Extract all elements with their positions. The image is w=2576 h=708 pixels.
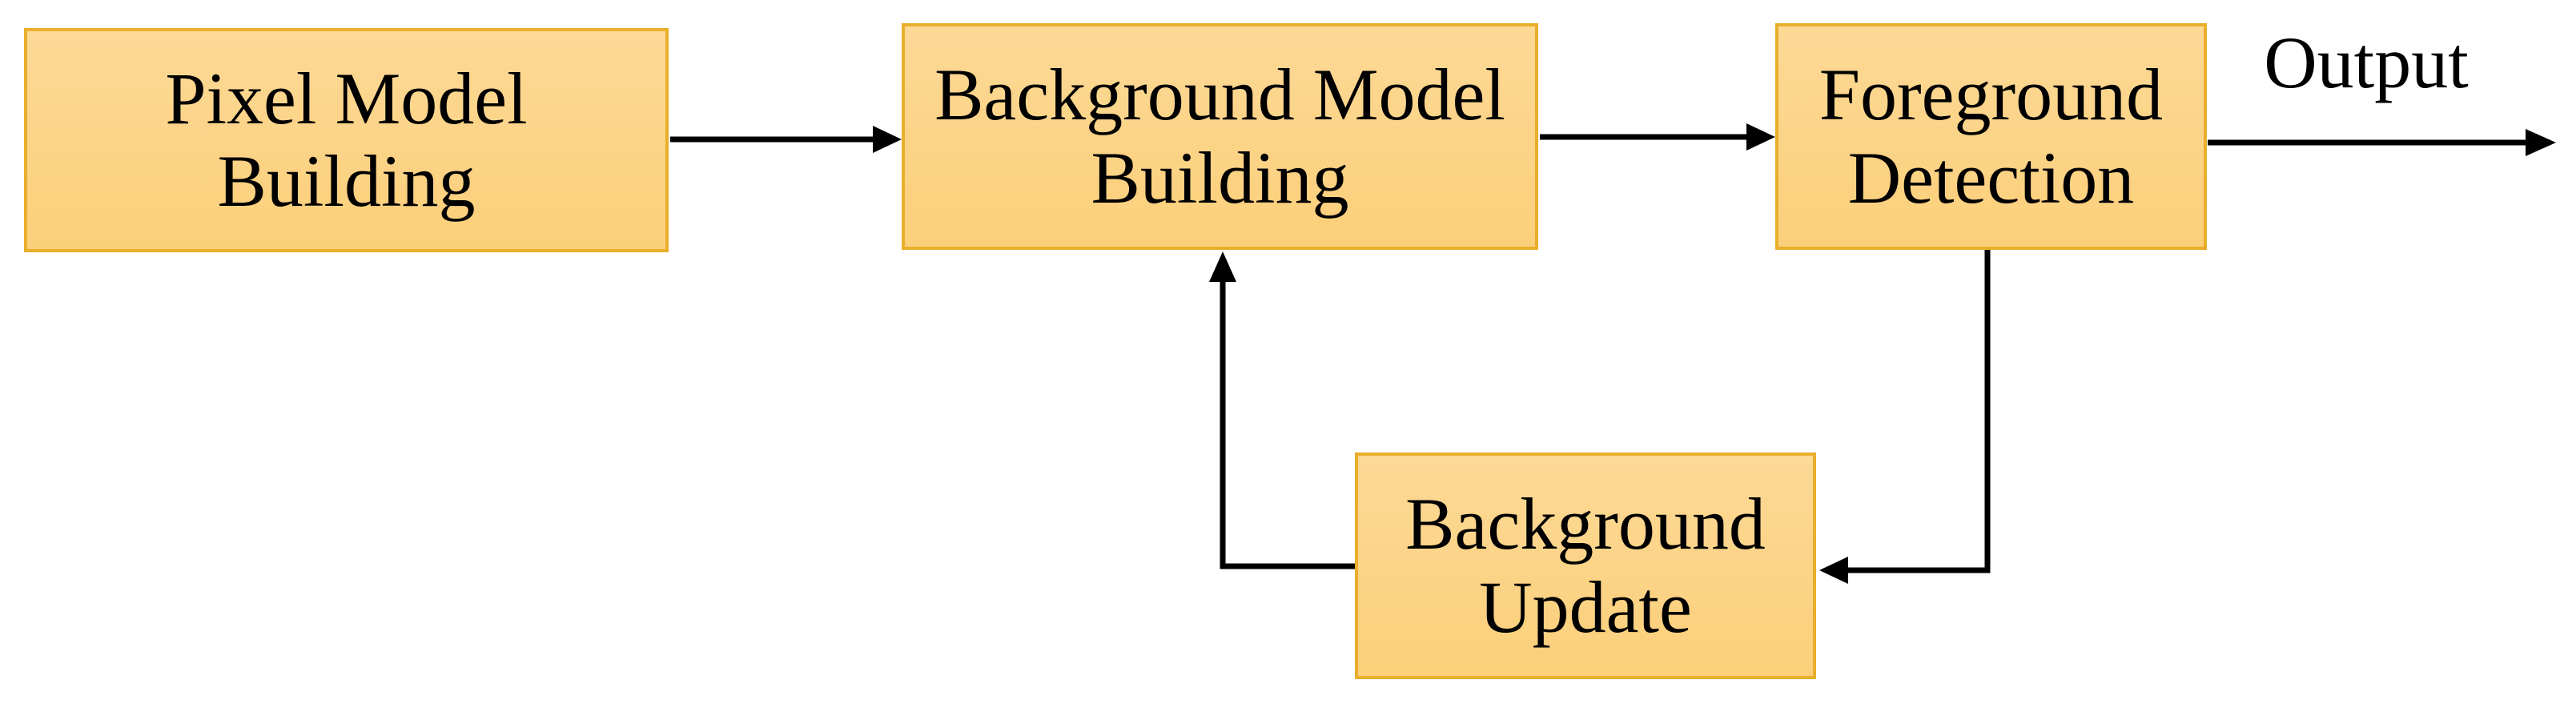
- node-pixel-model-building-label: Pixel Model Building: [165, 57, 528, 222]
- node-background-model-building-label: Background Model Building: [934, 54, 1505, 219]
- node-foreground-detection: Foreground Detection: [1775, 23, 2207, 250]
- node-pixel-model-building: Pixel Model Building: [24, 28, 669, 252]
- edge-foreground-to-background-update: [1819, 249, 1991, 584]
- edge-background-update-to-background-model: [1209, 251, 1356, 569]
- edge-pixel-to-background-model: [670, 126, 902, 153]
- node-background-update-label: Background Update: [1405, 483, 1766, 648]
- node-background-update: Background Update: [1355, 453, 1816, 679]
- node-background-model-building: Background Model Building: [902, 23, 1538, 250]
- output-label: Output: [2264, 22, 2469, 103]
- node-foreground-detection-label: Foreground Detection: [1818, 54, 2164, 219]
- edge-foreground-to-output: [2208, 129, 2556, 156]
- edge-background-model-to-foreground: [1540, 123, 1775, 151]
